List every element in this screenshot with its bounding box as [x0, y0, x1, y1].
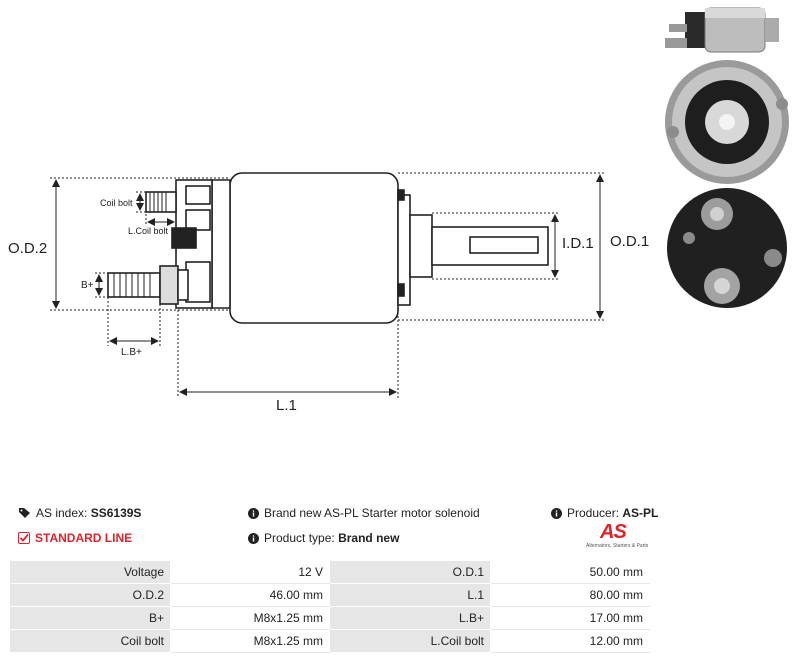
logo-mark: AS — [600, 521, 627, 543]
description: Brand new AS-PL Starter motor solenoid — [248, 506, 480, 520]
spec-value: 12 V — [170, 560, 330, 584]
side-view-photo — [665, 7, 779, 53]
spec-key: L.1 — [329, 583, 491, 607]
product-type: Product type: Brand new — [248, 531, 399, 545]
lbplus-label: L.B+ — [121, 347, 142, 358]
product-photos — [665, 7, 789, 308]
lcoil-bolt-label: L.Coil bolt — [128, 226, 169, 236]
product-type-label: Product type: — [264, 531, 335, 545]
as-pl-logo: AS Alternators, Starters & Parts — [586, 521, 650, 551]
spec-value: 50.00 mm — [490, 560, 650, 584]
spec-value: 17.00 mm — [490, 606, 650, 630]
table-row: B+ M8x1.25 mm L.B+ 17.00 mm — [9, 606, 650, 630]
checkbox-checked-icon — [18, 532, 30, 544]
producer-value: AS-PL — [622, 506, 659, 520]
b-plus-terminal — [107, 265, 189, 305]
spec-value: 46.00 mm — [170, 583, 330, 607]
solenoid-body — [229, 172, 399, 324]
spec-table: Voltage 12 V O.D.1 50.00 mm O.D.2 46.00 … — [9, 560, 650, 653]
standard-line: STANDARD LINE — [18, 531, 132, 545]
coil-bolt-terminal — [145, 191, 197, 249]
info-icon — [248, 533, 259, 544]
coil-bolt-label: Coil bolt — [100, 198, 133, 208]
tags-icon — [19, 508, 30, 518]
solenoid-technical-drawing: O.D.2 O.D.1 I.D.1 L.1 L.B+ B+ Coil bolt … — [8, 172, 649, 414]
rear-view-photo — [667, 188, 787, 308]
as-index-label: AS index: — [36, 506, 88, 520]
spec-key: B+ — [9, 606, 171, 630]
standard-line-text: STANDARD LINE — [35, 531, 133, 545]
product-type-value: Brand new — [338, 531, 400, 545]
od2-label: O.D.2 — [8, 240, 47, 257]
description-text: Brand new AS-PL Starter motor solenoid — [264, 506, 480, 520]
spec-value: 80.00 mm — [490, 583, 650, 607]
spec-key: Voltage — [9, 560, 171, 584]
spec-key: O.D.1 — [329, 560, 491, 584]
spec-value: M8x1.25 mm — [170, 629, 330, 653]
front-view-photo — [665, 60, 789, 184]
producer-label: Producer: — [567, 506, 620, 520]
spec-key: Coil bolt — [9, 629, 171, 653]
info-icon — [248, 508, 259, 519]
spec-key: L.Coil bolt — [329, 629, 491, 653]
solenoid-cap — [211, 179, 231, 309]
table-row: O.D.2 46.00 mm L.1 80.00 mm — [9, 583, 650, 607]
id1-label: I.D.1 — [562, 235, 594, 252]
spec-value: M8x1.25 mm — [170, 606, 330, 630]
spec-value: 12.00 mm — [490, 629, 650, 653]
as-index-value: SS6139S — [90, 506, 142, 520]
logo-tagline: Alternators, Starters & Parts — [586, 543, 649, 549]
producer: Producer: AS-PL — [551, 506, 658, 520]
table-row: Voltage 12 V O.D.1 50.00 mm — [9, 560, 650, 584]
as-index: AS index: SS6139S — [18, 506, 141, 520]
spec-key: L.B+ — [329, 606, 491, 630]
bplus-label: B+ — [81, 280, 94, 291]
l1-label: L.1 — [276, 397, 297, 414]
spec-key: O.D.2 — [9, 583, 171, 607]
table-row: Coil bolt M8x1.25 mm L.Coil bolt 12.00 m… — [9, 629, 650, 653]
info-icon — [551, 508, 562, 519]
od1-label: O.D.1 — [610, 233, 649, 250]
